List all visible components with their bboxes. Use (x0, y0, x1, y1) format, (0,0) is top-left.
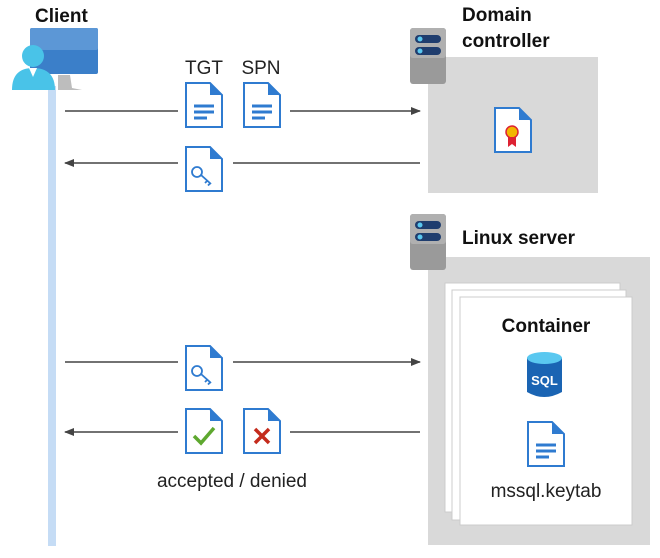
denied-x-icon (243, 408, 281, 454)
tgt-document-icon (185, 82, 223, 128)
sql-database-icon: SQL (527, 352, 562, 397)
linux-server-title: Linux server (462, 228, 576, 249)
user-icon (12, 45, 55, 90)
sql-label: SQL (531, 373, 558, 388)
service-ticket-key-icon (185, 146, 223, 192)
client-computer-icon (30, 28, 98, 90)
spn-document-icon (243, 82, 281, 128)
container-card (459, 296, 633, 526)
client-lifeline (48, 86, 56, 546)
accepted-check-icon (185, 408, 223, 454)
keytab-label: mssql.keytab (491, 481, 602, 502)
tgt-label: TGT (185, 58, 223, 79)
domain-controller-server-icon (410, 28, 446, 84)
result-label: accepted / denied (157, 471, 307, 492)
domain-controller-title-line1: Domain (462, 5, 532, 26)
certificate-icon (494, 107, 532, 153)
linux-server-icon (410, 214, 446, 270)
client-title: Client (35, 6, 88, 27)
domain-controller-title-line2: controller (462, 31, 550, 52)
service-ticket-key-icon-2 (185, 345, 223, 391)
keytab-file-icon (527, 421, 565, 467)
spn-label: SPN (241, 58, 280, 79)
container-title: Container (502, 316, 591, 337)
